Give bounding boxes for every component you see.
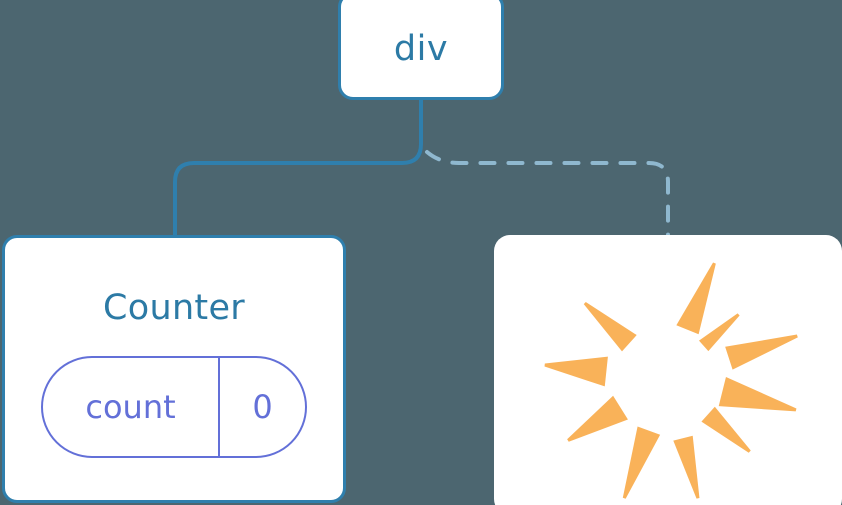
sparkle-ray-4 — [718, 376, 797, 412]
sparkle-ray-8 — [567, 395, 628, 442]
sparkle-ray-1 — [676, 262, 716, 335]
sparkle-ray-2 — [698, 313, 740, 352]
state-value-label: 0 — [252, 388, 273, 426]
render-burst-node[interactable] — [494, 235, 842, 505]
state-pill-count[interactable]: count 0 — [41, 356, 307, 458]
sparkle-ray-7 — [622, 426, 661, 499]
div-node[interactable]: div — [338, 0, 504, 100]
edge-div-to-spark — [425, 150, 670, 239]
div-node-label: div — [393, 29, 449, 69]
sparkle-burst-icon — [544, 262, 798, 499]
edge-div-to-counter — [173, 98, 423, 238]
state-key-label: count — [43, 358, 220, 456]
counter-node-label: Counter — [103, 288, 245, 328]
sparkle-ray-6 — [673, 435, 700, 499]
sparkle-ray-3 — [725, 334, 798, 370]
sparkle-ray-5 — [701, 406, 751, 453]
sparkle-ray-10 — [583, 301, 637, 352]
counter-node[interactable]: Counter count 0 — [2, 235, 346, 503]
sparkle-ray-9 — [544, 356, 608, 387]
